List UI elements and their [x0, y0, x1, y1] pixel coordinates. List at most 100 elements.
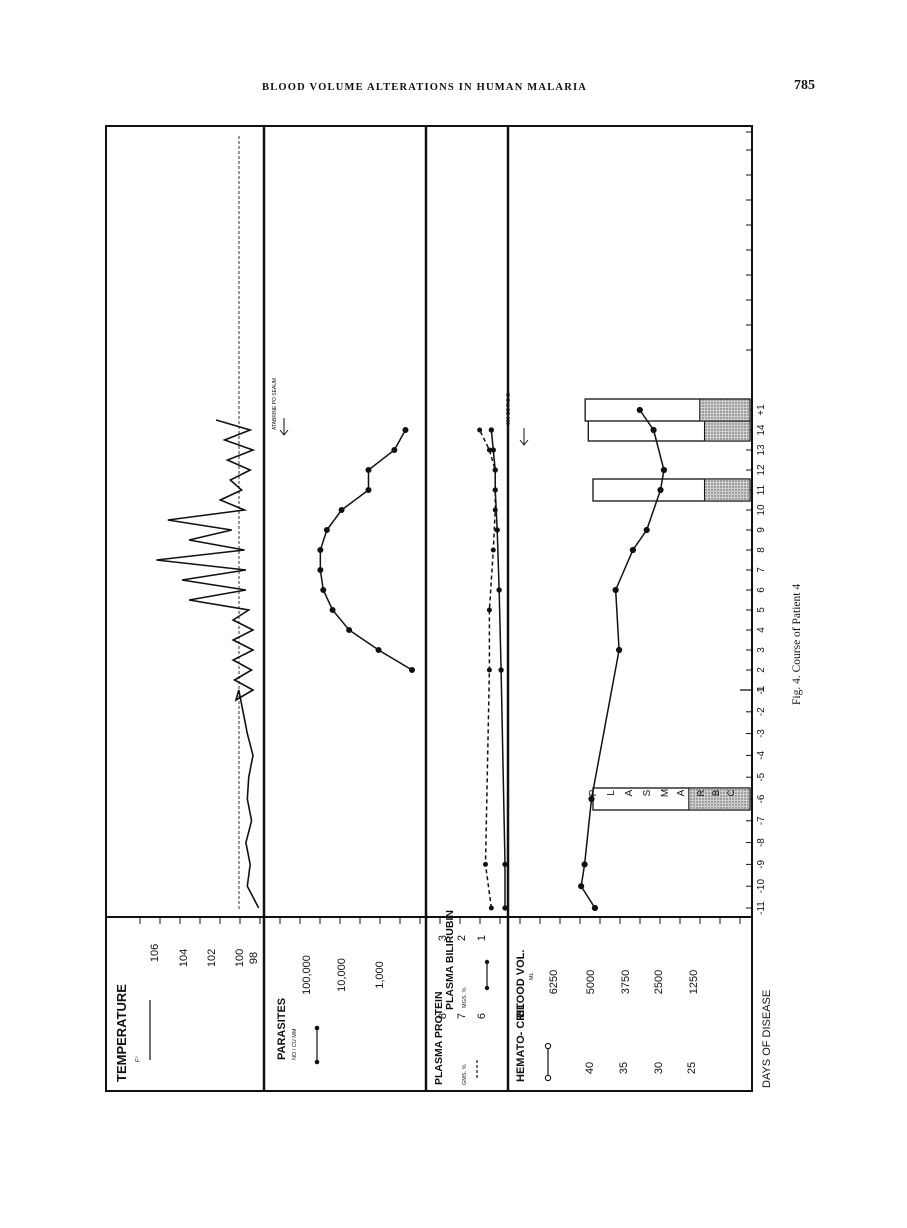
- bar-letters: P L A S M A R B C: [588, 789, 737, 797]
- figure-frame: [105, 125, 753, 1092]
- x-tick-label: 5: [756, 607, 767, 613]
- hematocrit-point: [591, 904, 599, 912]
- y-tick-label: 30: [653, 1062, 665, 1074]
- plasma-bilirubin-point: [502, 861, 508, 868]
- x-tick-label: -11: [756, 901, 767, 915]
- y-tick-label: 5000: [585, 970, 597, 994]
- parasites-point: [409, 667, 415, 673]
- plasma-bilirubin-point: [496, 587, 502, 593]
- x-tick-label: 6: [756, 587, 767, 593]
- y-tick-label: 2: [456, 935, 468, 941]
- series-points: [317, 406, 668, 912]
- parasites-point: [346, 627, 353, 633]
- x-axis-label: DAYS OF DISEASE: [761, 990, 773, 1088]
- plasma-protein-label: PLASMA PROTEIN: [433, 991, 445, 1085]
- plasma-bilirubin-point: [492, 467, 498, 473]
- y-tick-label: 100,000: [301, 955, 313, 995]
- parasites-point: [317, 547, 324, 553]
- x-tick-label: 12: [756, 464, 767, 476]
- rbc-volume-fill: [703, 478, 751, 502]
- y-tick-label: 35: [618, 1062, 630, 1074]
- parasites-point: [375, 647, 382, 653]
- bar-plasma-letter: P: [588, 789, 599, 796]
- x-tick-label: -8: [756, 838, 767, 847]
- bar-plasma-letter: L: [606, 790, 617, 796]
- plasma-protein-point: [486, 667, 492, 673]
- plasma-protein-point: [483, 861, 488, 867]
- temperature-label: TEMPERATURE: [114, 984, 129, 1082]
- temperature-line: [156, 419, 260, 909]
- plasma-bilirubin-point: [490, 447, 496, 453]
- plasma-protein-point: [488, 905, 494, 911]
- parasites-point: [338, 507, 345, 513]
- x-tick-label: 10: [756, 504, 767, 516]
- series-lines: [156, 409, 665, 909]
- hematocrit-line: [580, 409, 665, 909]
- parasites-point: [402, 427, 409, 433]
- running-head: BLOOD VOLUME ALTERATIONS IN HUMAN MALARI…: [262, 82, 588, 93]
- parasites-point: [320, 587, 327, 593]
- bar-plasma-letter: A: [624, 789, 635, 796]
- x-tick-label: 11: [756, 484, 767, 495]
- legend-keys: [149, 959, 552, 1082]
- bar-plasma-letter: A: [676, 789, 687, 796]
- parasites-point: [391, 447, 398, 453]
- rbc-volume-fill: [699, 398, 751, 422]
- hematocrit-point: [657, 486, 664, 494]
- temperature-unit: F°: [136, 1055, 142, 1062]
- figure-caption: Fig. 4. Course of Patient 4: [791, 584, 803, 705]
- x-tick-label: -5: [756, 772, 767, 781]
- parasites-point: [317, 567, 324, 573]
- parasites-point: [365, 467, 372, 473]
- x-tick-label: -2: [756, 707, 767, 716]
- rbc-volume-fill: [688, 787, 751, 811]
- bar-rbc-letter: R: [696, 789, 707, 796]
- hematocrit-point: [643, 526, 650, 534]
- x-tick-label: +1: [756, 404, 767, 416]
- hematocrit-point: [581, 861, 588, 868]
- y-tick-label: 98: [248, 952, 260, 964]
- panel-labels: TEMPERATURE F° PARASITES NO / CU MM PLAS…: [114, 910, 773, 1088]
- y-tick-label: 100: [234, 949, 246, 967]
- bar-plasma-letter: S: [642, 789, 653, 796]
- hematocrit-label: HEMATO- CRIT: [515, 1003, 527, 1082]
- y-tick-label: 2500: [653, 970, 665, 994]
- blood-volume-bars: [584, 398, 751, 811]
- parasites-point: [365, 487, 372, 493]
- hematocrit-point: [660, 466, 668, 474]
- y-tick-label: 102: [206, 949, 218, 967]
- hematocrit-point: [629, 546, 637, 554]
- plasma-bilirubin-point: [492, 487, 498, 493]
- y-tick-label: 40: [584, 1062, 596, 1074]
- x-tick-label: 2: [756, 667, 767, 673]
- blood-volume-label: BLOOD VOL.: [515, 950, 527, 1018]
- plasma-protein-point: [490, 547, 496, 553]
- parasites-point: [323, 527, 330, 533]
- hematocrit-point: [636, 406, 643, 414]
- bar-rbc-letter: B: [711, 790, 722, 796]
- plasma-bilirubin-unit: MGS. %: [462, 987, 468, 1008]
- y-tick-label: 104: [178, 949, 190, 967]
- x-tick-label: 3: [756, 647, 767, 653]
- hematocrit-point: [578, 883, 585, 890]
- x-tick-label: 14: [756, 424, 767, 436]
- plasma-bilirubin-point: [498, 667, 504, 673]
- y-tick-label: 1: [476, 935, 488, 941]
- bar-rbc-letter: C: [726, 789, 737, 796]
- transfusion-note: 600 CC R.B.C.: [506, 392, 512, 425]
- parasites-point: [329, 607, 336, 613]
- parasites-line: [319, 429, 413, 671]
- bar-plasma-letter: M: [660, 789, 671, 797]
- plasma-bilirubin-point: [488, 427, 495, 433]
- x-tick-label: 7: [756, 567, 767, 573]
- x-tick-label: -10: [756, 879, 767, 894]
- y-tick-label: 106: [149, 944, 161, 962]
- x-tick-label: -1: [756, 685, 767, 694]
- y-tick-label: 8: [437, 1013, 449, 1019]
- parasites-label: PARASITES: [276, 998, 288, 1060]
- plasma-protein-unit: GMS. %: [462, 1064, 468, 1085]
- blood-volume-unit: ML: [529, 972, 535, 980]
- x-tick-label: -7: [756, 816, 767, 825]
- y-tick-label: 1,000: [374, 961, 386, 989]
